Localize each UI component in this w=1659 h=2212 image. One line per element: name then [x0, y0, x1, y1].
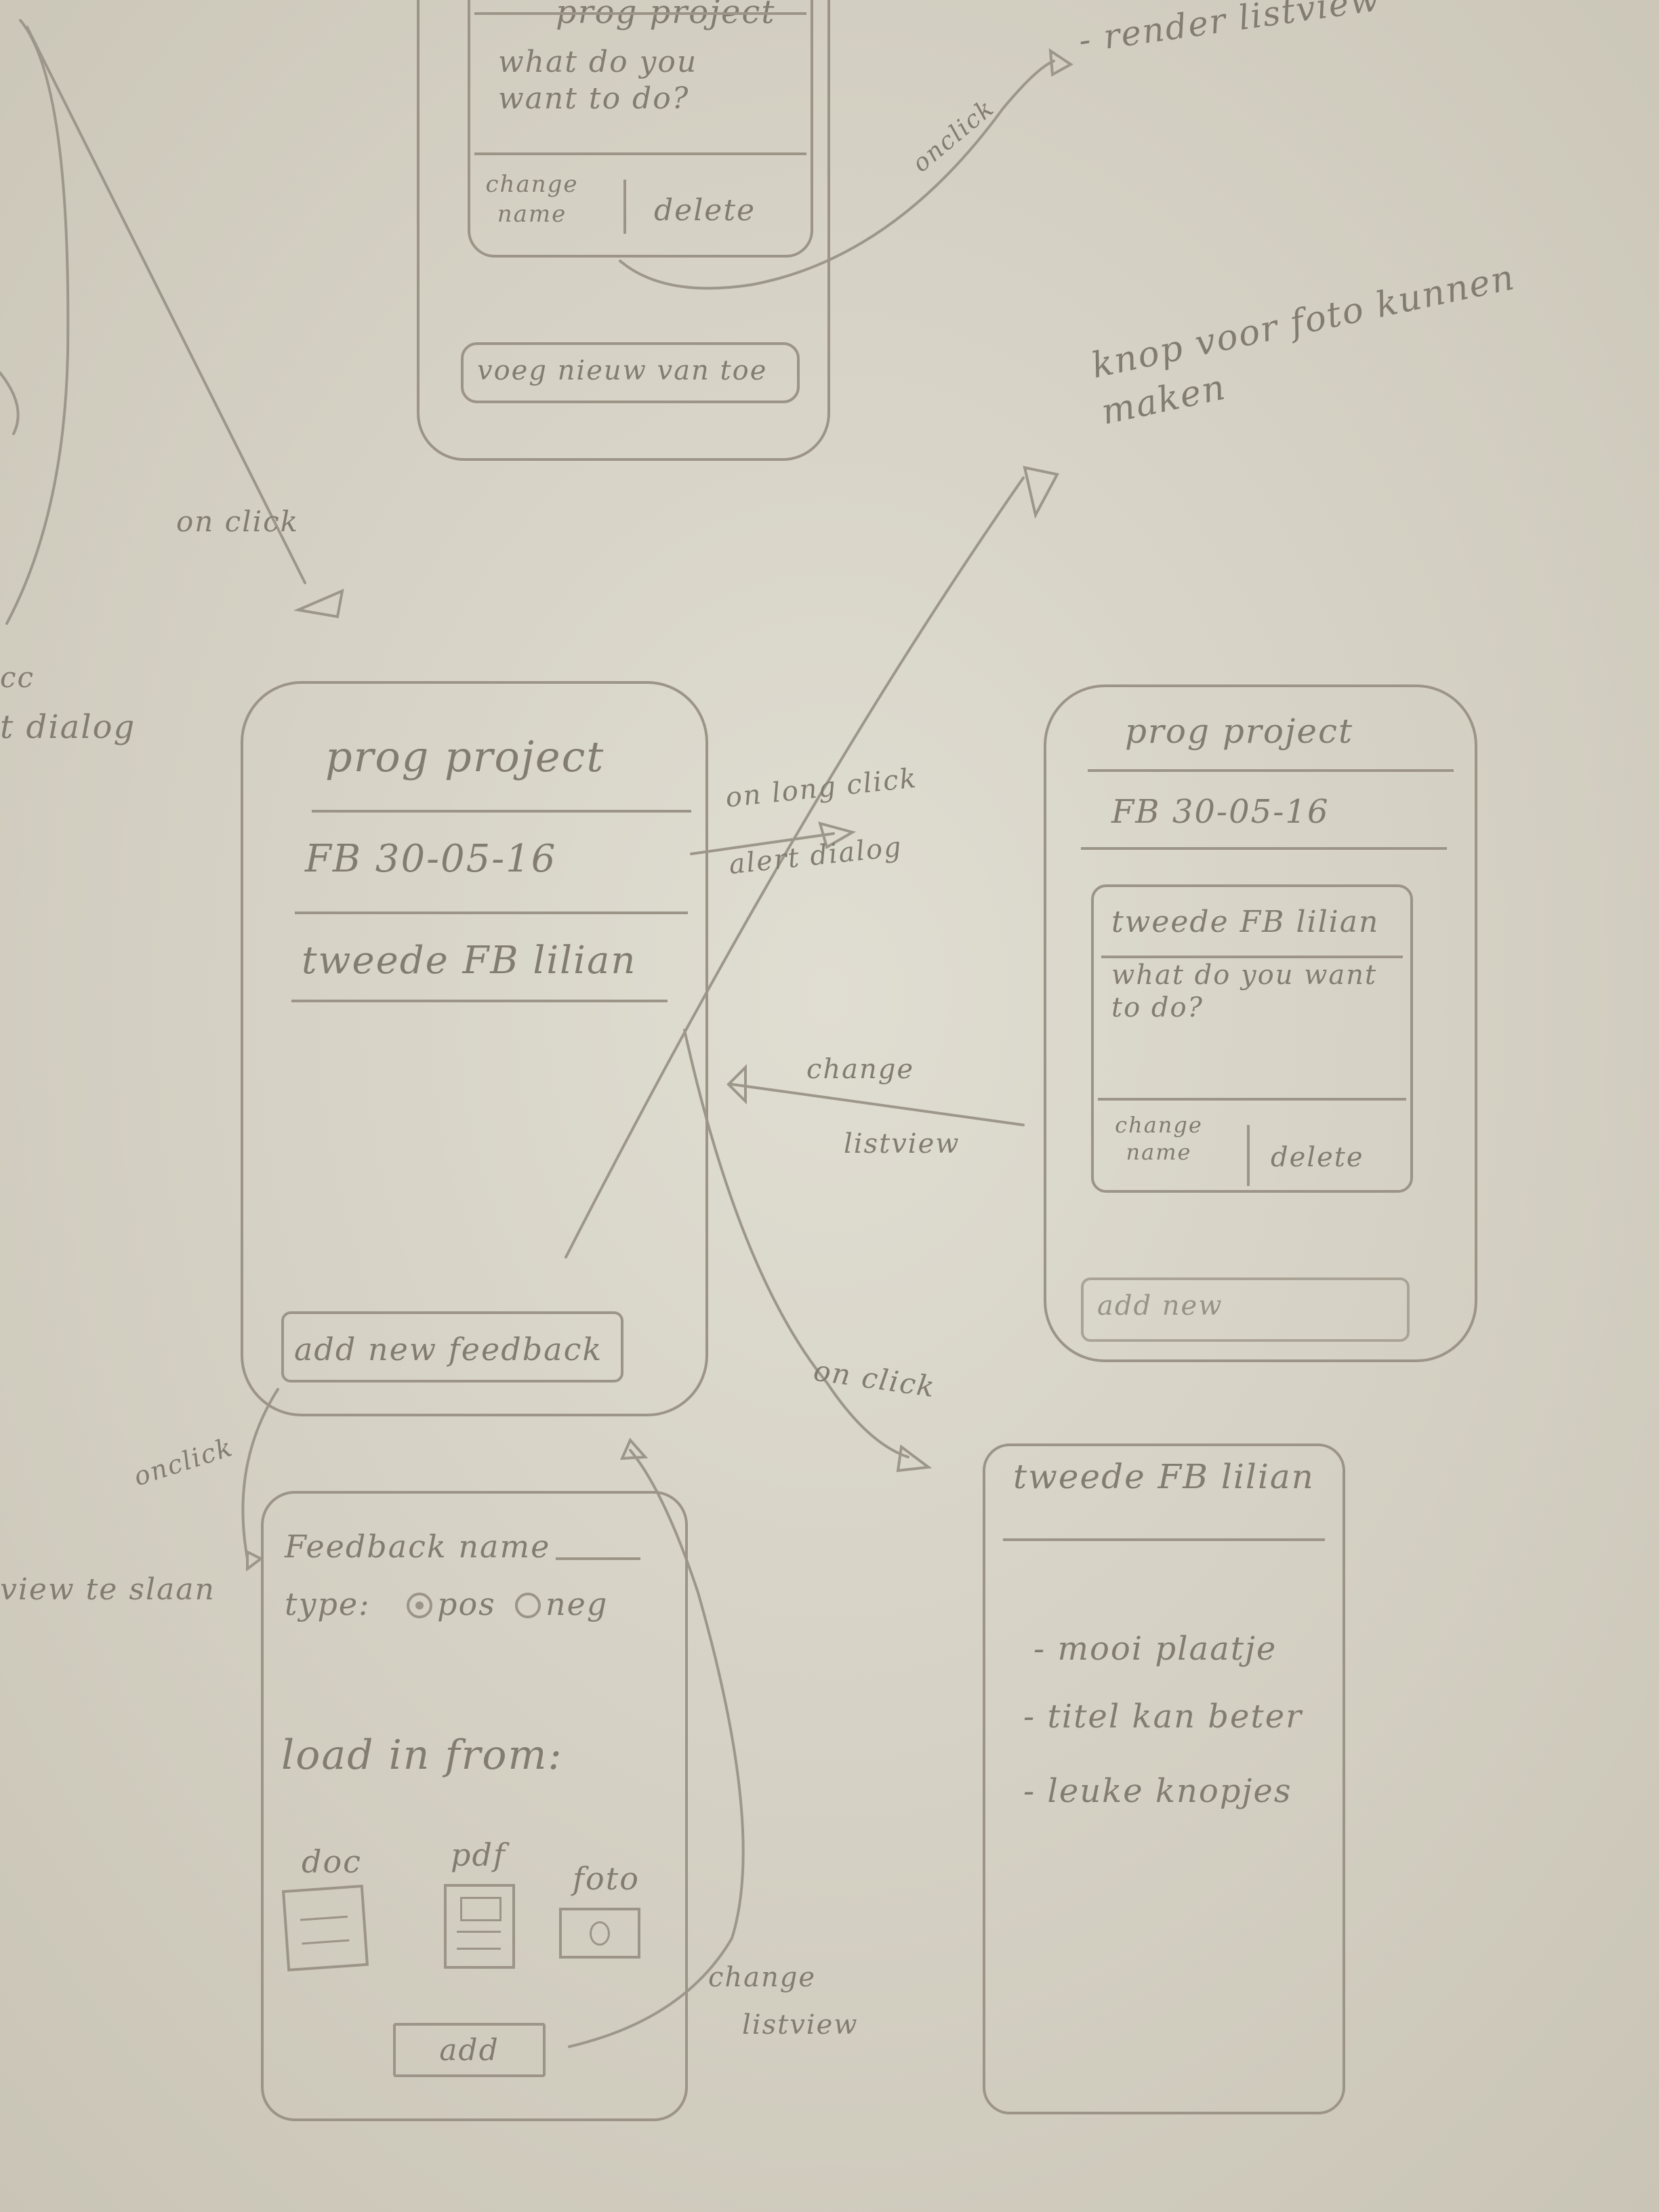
- alert-dialog-prompt: what do you want to do?: [1111, 960, 1378, 1023]
- main-add-feedback-label: add new feedback: [294, 1331, 603, 1368]
- main-item-rule-2: [291, 1000, 668, 1002]
- top-change-name-button[interactable]: change name: [485, 171, 579, 228]
- change-label: change: [806, 1054, 915, 1085]
- form-add-button[interactable]: add: [393, 2023, 546, 2077]
- pdf-icon-line-1: [457, 1931, 501, 1933]
- radio-pos[interactable]: [407, 1593, 432, 1618]
- dialog-screen-item-rule: [1081, 847, 1447, 850]
- dialog-screen-add-label: add new: [1097, 1290, 1223, 1322]
- alert-dialog-button-rule: [1098, 1098, 1406, 1101]
- camera-arrowhead: [1023, 466, 1060, 519]
- alert-button-divider: [1247, 1125, 1250, 1186]
- dialog-screen-item-1[interactable]: FB 30-05-16: [1111, 793, 1330, 831]
- detail-title-rule: [1003, 1538, 1325, 1541]
- detail-screen-title: tweede FB lilian: [1013, 1457, 1315, 1496]
- left-onclick-label: on click: [176, 505, 300, 538]
- top-add-button[interactable]: voeg nieuw van toe: [461, 342, 800, 403]
- top-dialog: [468, 0, 813, 258]
- bottom-listview-label: listview: [742, 2009, 859, 2041]
- camera-arrow-line: [565, 476, 1025, 1258]
- detail-line-2: - titel kan beter: [1023, 1698, 1303, 1736]
- detail-line-3: - leuke knopjes: [1023, 1772, 1292, 1810]
- top-dialog-prompt: what do you want to do?: [498, 45, 698, 116]
- feedback-form-frame: [261, 1491, 688, 2121]
- radio-pos-dot: [415, 1601, 424, 1610]
- alert-dialog-title-rule: [1101, 956, 1403, 958]
- onclick-arrowhead: [293, 588, 344, 619]
- feedback-type-label: type:: [285, 1586, 371, 1622]
- form-add-button-label: add: [439, 2032, 499, 2068]
- top-dialog-button-rule: [474, 152, 806, 155]
- alert-change-name-button[interactable]: change name: [1115, 1112, 1203, 1165]
- main-list-item-1[interactable]: FB 30-05-16: [305, 837, 557, 881]
- load-in-label: load in from:: [281, 1732, 563, 1779]
- pdf-icon[interactable]: [444, 1884, 515, 1969]
- top-delete-button[interactable]: delete: [654, 193, 756, 228]
- radio-neg-label: neg: [546, 1586, 609, 1622]
- dialog-screen-frame: [1044, 684, 1477, 1362]
- feedback-name-input[interactable]: [556, 1557, 640, 1560]
- pdf-icon-line-2: [457, 1948, 501, 1950]
- alert-dialog-title: tweede FB lilian: [1111, 905, 1380, 939]
- main-screen-title: prog project: [325, 732, 605, 781]
- foto-label: foto: [573, 1860, 640, 1897]
- detail-screen-frame: [983, 1443, 1345, 2114]
- pdf-label: pdf: [451, 1837, 506, 1873]
- left-edge-note: view te slaan: [0, 1572, 216, 1607]
- main-screen-frame: [241, 681, 708, 1416]
- main-title-rule: [312, 810, 691, 813]
- radio-neg[interactable]: [515, 1593, 541, 1618]
- main-list-item-2[interactable]: tweede FB lilian: [302, 939, 637, 983]
- pdf-icon-frame: [460, 1897, 501, 1921]
- listview-label: listview: [844, 1128, 960, 1160]
- doc-icon[interactable]: [281, 1884, 369, 1972]
- dialog-screen-add-button[interactable]: add new: [1081, 1277, 1410, 1342]
- alert-dialog-box: [1091, 884, 1413, 1193]
- top-add-button-label: voeg nieuw van toe: [477, 355, 768, 386]
- left-dialog-label: t dialog: [0, 708, 136, 746]
- camera-icon[interactable]: [559, 1908, 640, 1959]
- doc-label: doc: [302, 1843, 362, 1880]
- main-item-rule-1: [295, 912, 688, 914]
- alert-delete-button[interactable]: delete: [1271, 1142, 1364, 1173]
- top-screen-title: prog project: [556, 0, 776, 31]
- onclick-arrow-line: [26, 26, 306, 584]
- left-cc-label: cc: [0, 661, 35, 694]
- dialog-screen-title: prog project: [1125, 712, 1354, 751]
- dialog-screen-title-rule: [1088, 769, 1454, 772]
- camera-lens: [590, 1921, 610, 1946]
- feedback-name-label: Feedback name: [285, 1528, 551, 1565]
- main-add-feedback-button[interactable]: add new feedback: [281, 1311, 623, 1382]
- radio-pos-label: pos: [437, 1586, 496, 1622]
- detail-line-1: - mooi plaatje: [1033, 1630, 1277, 1668]
- doc-icon-line-2: [302, 1939, 350, 1945]
- top-button-divider: [623, 180, 626, 234]
- doc-icon-line-1: [300, 1915, 348, 1921]
- bottom-change-label: change: [708, 1962, 817, 1993]
- top-screen-frame: [417, 0, 830, 461]
- top-dialog-rule: [474, 12, 806, 15]
